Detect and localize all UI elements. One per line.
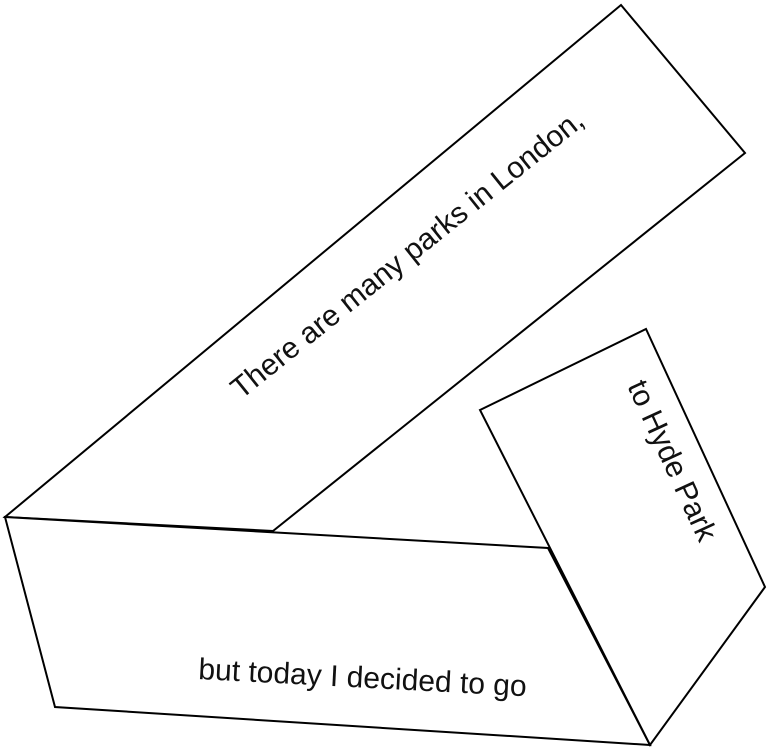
ribbon-panel-right (478, 327, 767, 747)
ribbon-panel-top (2, 3, 747, 533)
